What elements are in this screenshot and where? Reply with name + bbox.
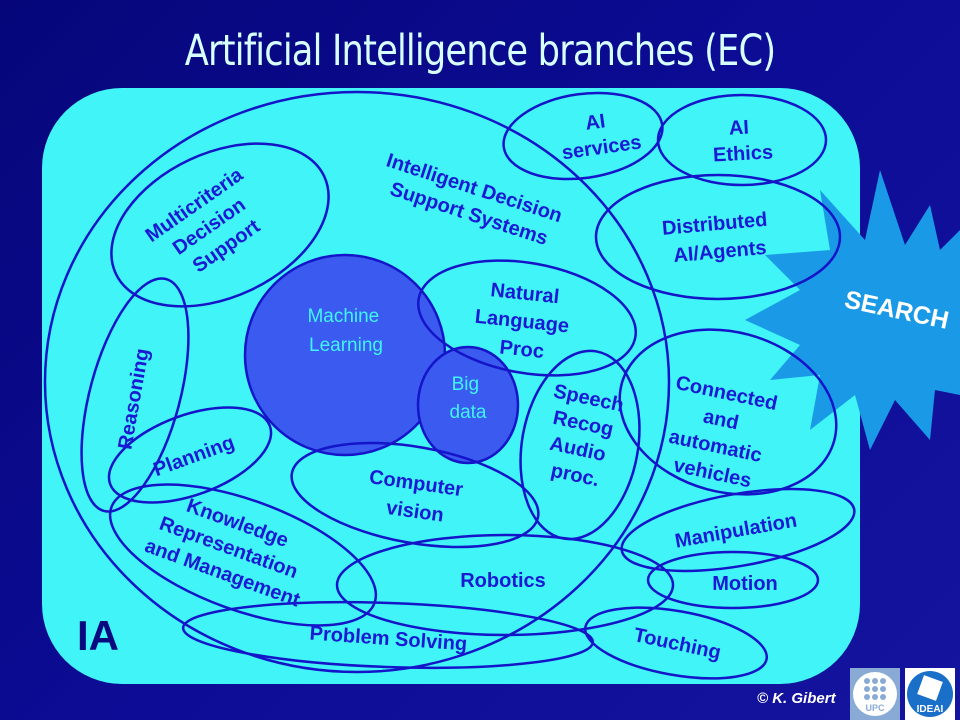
nlp-ellipse <box>417 259 637 377</box>
idss-ellipse <box>43 90 671 674</box>
computer-vision-ellipse <box>290 441 540 549</box>
svg-text:IDEAI: IDEAI <box>917 704 944 715</box>
ia-label: IA <box>77 612 119 659</box>
ai-ethics-ellipse <box>656 93 828 187</box>
slide-title: Artificial Intelligence branches (EC) <box>184 26 776 76</box>
distributed-ellipse <box>594 173 842 301</box>
robotics-label: Robotics <box>460 570 546 592</box>
reasoning-ellipse <box>80 277 190 513</box>
connected-vehicles-ellipse <box>618 328 838 496</box>
big-data-label: Big data <box>450 374 487 423</box>
speech-label: Speech Recog Audio proc. <box>535 380 631 494</box>
motion-label: Motion <box>712 573 778 595</box>
copyright-credit: © K. Gibert <box>757 690 836 707</box>
multicriteria-label: Multicriteria Decision Support <box>142 161 282 290</box>
planning-ellipse <box>107 406 273 504</box>
ai-ethics-label: AI Ethics <box>711 115 773 166</box>
multicriteria-ellipse <box>110 142 330 308</box>
robotics-ellipse <box>335 533 675 637</box>
machine-learning-label: Machine Learning <box>307 306 384 356</box>
svg-text:UPC: UPC <box>865 703 885 713</box>
ideai-logo: IDEAI <box>905 668 955 720</box>
touching-ellipse <box>583 606 769 680</box>
big-data-circle <box>416 345 520 465</box>
motion-ellipse <box>646 550 820 610</box>
search-starburst <box>745 170 960 450</box>
upc-logo: UPC <box>850 668 900 720</box>
